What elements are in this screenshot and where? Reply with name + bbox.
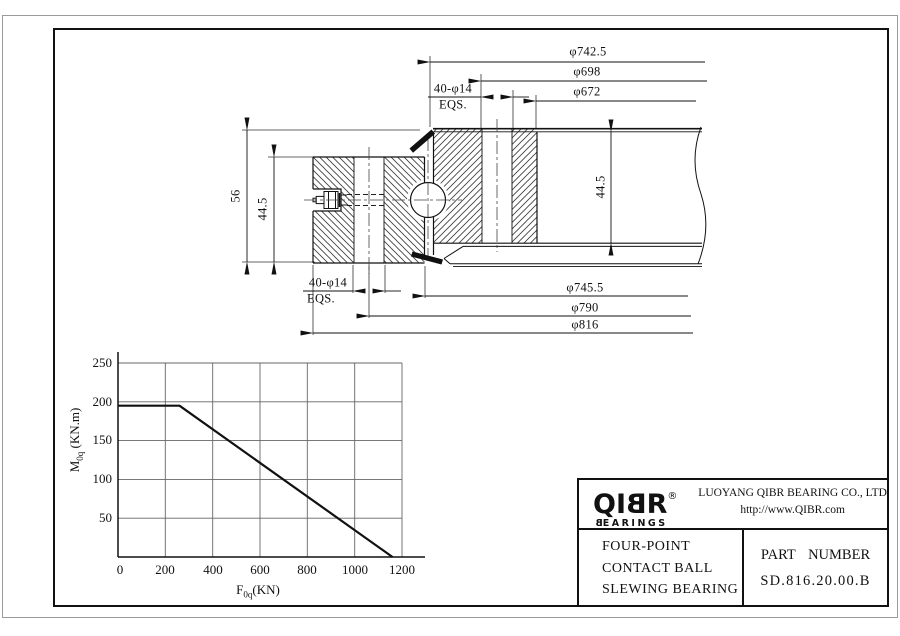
y-tick-50: 50 [99, 510, 112, 525]
dim-label-bot-bolt: 40-φ14 [308, 275, 348, 290]
dim-label-height-inner: 44.5 [255, 197, 270, 221]
y-tick-150: 150 [92, 432, 113, 447]
brand-logo-wordmark: QIBR® [593, 489, 678, 520]
product-line-3: SLEWING BEARING [602, 582, 739, 598]
x-tick-200: 200 [155, 562, 175, 577]
dim-label-d698: φ698 [573, 64, 601, 79]
x-tick-1000: 1000 [342, 562, 368, 577]
drawing-frame [53, 28, 889, 607]
x-tick-0: 0 [116, 562, 124, 577]
x-tick-1200: 1200 [389, 562, 415, 577]
y-tick-100: 100 [92, 471, 113, 486]
y-axis-label: M0q (KN.m) [67, 407, 85, 473]
x-tick-600: 600 [250, 562, 270, 577]
company-name: LUOYANG QIBR BEARING CO., LTD [698, 487, 887, 499]
registered-mark-icon: ® [667, 491, 678, 502]
x-tick-800: 800 [297, 562, 317, 577]
dim-label-d672: φ672 [573, 84, 601, 99]
title-block: QIBR® BEARINGS LUOYANG QIBR BEARING CO.,… [577, 478, 889, 607]
x-axis-label: F0q(KN) [236, 582, 280, 600]
dim-label-height-outer: 44.5 [593, 175, 608, 199]
part-number-label: PART NUMBER [760, 547, 871, 563]
dim-label-top-bolt: 40-φ14 [433, 81, 473, 96]
dim-label-d790: φ790 [571, 300, 599, 315]
y-tick-200: 200 [92, 394, 113, 409]
dim-label-height-total: 56 [228, 189, 243, 203]
sheet-outer-border [2, 15, 898, 618]
x-tick-400: 400 [203, 562, 223, 577]
part-number-cell: PART NUMBER SD.816.20.00.B [742, 530, 887, 607]
part-number-value: SD.816.20.00.B [760, 573, 871, 589]
brand-logo-subtext: BEARINGS [593, 518, 668, 529]
company-website: http://www.QIBR.com [740, 504, 845, 516]
brand-logo: QIBR® BEARINGS [579, 480, 698, 529]
title-block-header-row: QIBR® BEARINGS LUOYANG QIBR BEARING CO.,… [579, 480, 887, 530]
dim-label-d816: φ816 [571, 317, 599, 332]
dim-label-top-eqs: EQS. [439, 97, 467, 112]
dim-label-d742: φ742.5 [569, 44, 607, 59]
product-line-2: CONTACT BALL [602, 560, 713, 576]
dim-label-bot-eqs: EQS. [307, 291, 335, 306]
title-block-body-row: FOUR-POINT CONTACT BALL SLEWING BEARING … [579, 530, 887, 607]
dim-label-d745: φ745.5 [566, 280, 604, 295]
product-line-1: FOUR-POINT [602, 539, 691, 555]
y-tick-250: 250 [92, 355, 113, 370]
product-description: FOUR-POINT CONTACT BALL SLEWING BEARING [579, 530, 742, 607]
company-info: LUOYANG QIBR BEARING CO., LTD http://www… [698, 480, 887, 528]
